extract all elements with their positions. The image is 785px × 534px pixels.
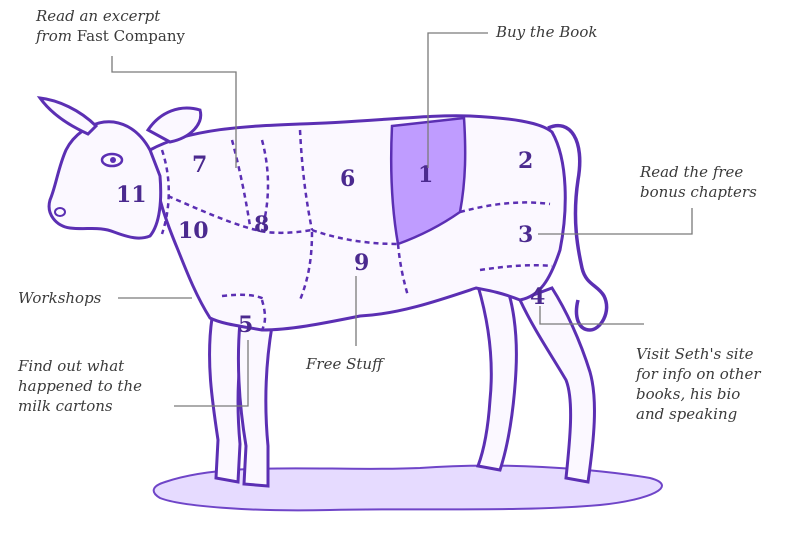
bonus-line1: Read the free [640, 162, 757, 182]
excerpt-line2: from Fast Company [36, 26, 185, 46]
bonus-line2: bonus chapters [640, 182, 757, 202]
free-stuff-label: Free Stuff [306, 354, 383, 374]
milk-line1: Find out what [18, 356, 142, 376]
buy-book-link[interactable]: Buy the Book [496, 22, 597, 42]
cut-number-7[interactable]: 7 [192, 152, 207, 178]
cut-number-8[interactable]: 8 [254, 212, 269, 238]
seth-line4: and speaking [636, 404, 761, 424]
cow-leg-front-right [238, 322, 272, 486]
excerpt-brand: Fast Company [77, 27, 185, 45]
cow-ear-left [40, 98, 96, 134]
seth-line3: books, his bio [636, 384, 761, 404]
free-stuff-link[interactable]: Free Stuff [306, 354, 383, 374]
excerpt-prefix: from [36, 27, 77, 45]
cut-number-10[interactable]: 10 [178, 218, 209, 244]
cut-number-2[interactable]: 2 [518, 148, 533, 174]
cut-number-3[interactable]: 3 [518, 222, 533, 248]
bonus-chapters-link[interactable]: Read the free bonus chapters [640, 162, 757, 202]
excerpt-line1: Read an excerpt [36, 6, 185, 26]
cow-pupil [110, 157, 116, 163]
cow-leg-back-left [478, 286, 516, 470]
cow-head [49, 122, 161, 238]
cow-leg-back-right [520, 288, 594, 482]
workshops-link[interactable]: Workshops [18, 288, 101, 308]
seth-line1: Visit Seth's site [636, 344, 761, 364]
seth-site-link[interactable]: Visit Seth's site for info on other book… [636, 344, 761, 424]
cut-number-4[interactable]: 4 [530, 284, 545, 310]
cut-number-11[interactable]: 11 [116, 182, 147, 208]
cut-number-9[interactable]: 9 [354, 250, 369, 276]
excerpt-link[interactable]: Read an excerpt from Fast Company [36, 6, 185, 46]
milk-cartons-link[interactable]: Find out what happened to the milk carto… [18, 356, 142, 416]
cut-number-5[interactable]: 5 [238, 312, 253, 338]
cut-number-6[interactable]: 6 [340, 166, 355, 192]
cut-number-1[interactable]: 1 [418, 162, 433, 188]
workshops-label: Workshops [18, 288, 101, 308]
seth-line2: for info on other [636, 364, 761, 384]
milk-line2: happened to the [18, 376, 142, 396]
milk-line3: milk cartons [18, 396, 142, 416]
buy-book-label: Buy the Book [496, 22, 597, 42]
